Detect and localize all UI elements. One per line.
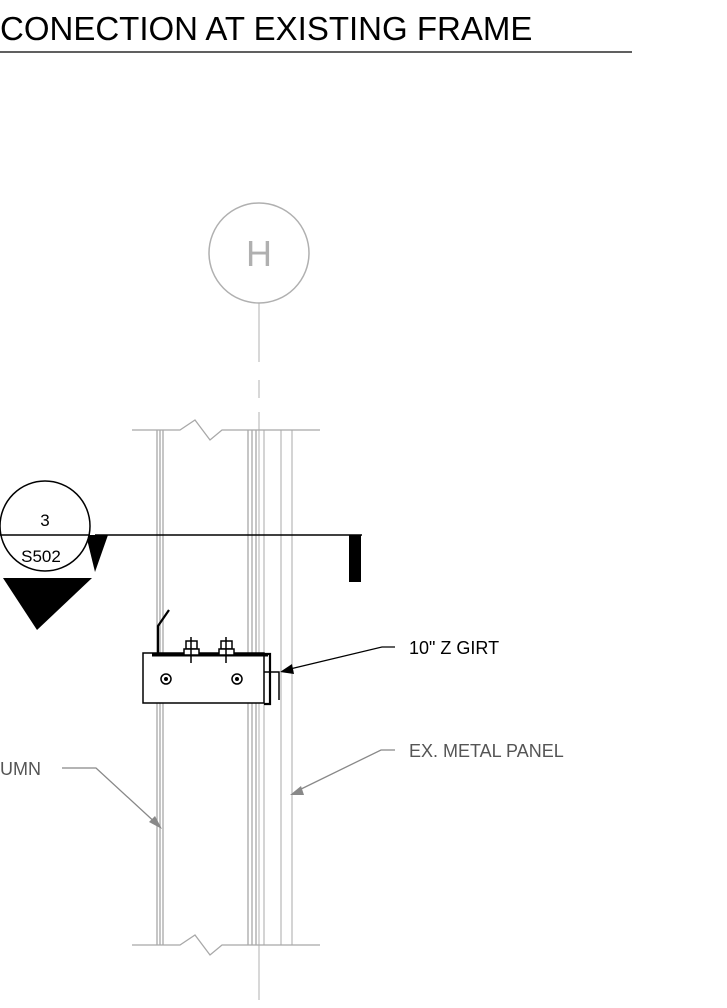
bolt-hole bbox=[160, 673, 172, 685]
bolt bbox=[183, 637, 200, 663]
top-break-line bbox=[132, 419, 320, 441]
leader-column: UMN bbox=[0, 759, 162, 829]
z-girt-assembly bbox=[142, 609, 280, 706]
label-z-girt: 10" Z GIRT bbox=[409, 638, 499, 658]
girt-lip bbox=[264, 671, 280, 700]
bolt bbox=[218, 637, 235, 663]
label-column: UMN bbox=[0, 759, 41, 779]
section-sheet: S502 bbox=[21, 547, 61, 566]
section-marker-circle bbox=[0, 480, 91, 572]
section-marker: 3 S502 bbox=[0, 480, 108, 630]
bottom-break-line bbox=[132, 934, 320, 956]
drawing-title: CONECTION AT EXISTING FRAME bbox=[0, 10, 532, 47]
section-cut bbox=[95, 534, 362, 582]
label-metal-panel: EX. METAL PANEL bbox=[409, 741, 564, 761]
leader-metal-panel: EX. METAL PANEL bbox=[290, 741, 564, 795]
grid-bubble-label: H bbox=[246, 233, 272, 274]
section-cut-end-mark bbox=[349, 535, 361, 582]
bolt-hole bbox=[231, 673, 243, 685]
grid-bubble: H bbox=[208, 202, 310, 304]
section-marker-pointer bbox=[3, 578, 92, 630]
section-number: 3 bbox=[40, 511, 49, 530]
leader-z-girt: 10" Z GIRT bbox=[280, 638, 499, 674]
section-marker-arrow bbox=[86, 535, 108, 572]
